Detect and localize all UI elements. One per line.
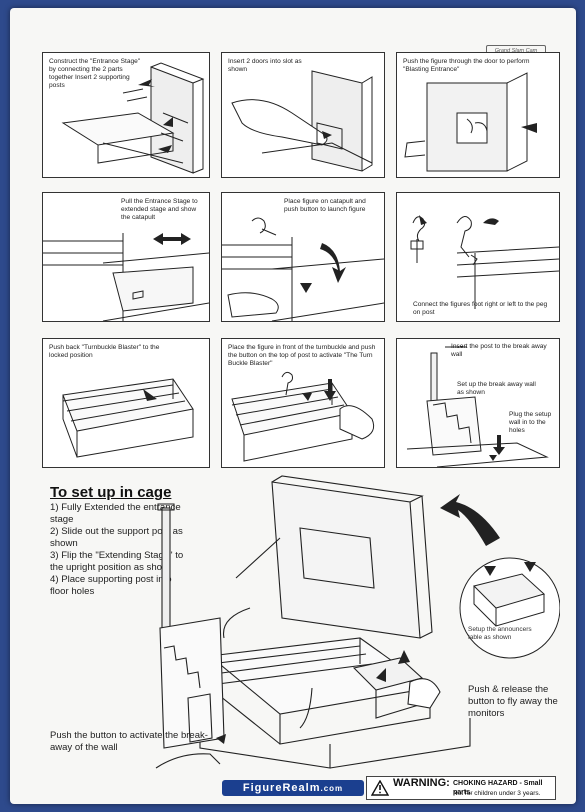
cage-step-3: 3) Flip the "Extending Stage" to the upr…	[50, 550, 184, 573]
warning-hazard: CHOKING HAZARD - Small parts.	[453, 779, 555, 797]
panel-3-caption: Push the figure through the door to perf…	[403, 58, 530, 73]
warning-word: WARNING:	[393, 777, 450, 789]
hazard-label: CHOKING HAZARD	[453, 780, 518, 787]
panel-9: Insert the post to the break away wall S…	[396, 338, 560, 468]
monitor-note: Push & release the button to fly away th…	[468, 684, 558, 719]
panel-9-caption-2: Set up the break away wall as shown	[457, 381, 536, 396]
panel-4-caption: Pull the Entrance Stage to extended stag…	[121, 198, 198, 221]
panel-9-caption-3: Plug the setup wall in to the holes	[509, 411, 552, 434]
panel-7-caption: Push back "Turnbuckle Blaster" to the lo…	[49, 344, 160, 359]
warning-detail: Not for children under 3 years.	[453, 790, 541, 797]
cage-step-4: 4) Place supporting post into floor hole…	[50, 574, 172, 597]
panel-3: Push the figure through the door to perf…	[396, 52, 560, 178]
watermark-suffix: .com	[320, 784, 344, 793]
cage-title: To set up in cage	[50, 484, 172, 501]
instruction-sheet: Grand Slam Cam Construct the "Entrance S…	[10, 8, 576, 804]
cage-step-2: 2) Slide out the support post as shown	[50, 526, 183, 549]
hazard-detail-1: - Small parts.	[453, 780, 543, 796]
wall-note: Push the button to activate the break-aw…	[50, 730, 208, 753]
panel-9-caption-1: Insert the post to the break away wall	[451, 343, 547, 358]
warning-icon	[371, 780, 389, 796]
watermark-logo: FigureRealm.com	[222, 780, 364, 796]
panel-4: Pull the Entrance Stage to extended stag…	[42, 192, 210, 322]
panel-5: Place figure on catapult and push button…	[221, 192, 385, 322]
panel-6-caption: Connect the figures foot right or left t…	[413, 301, 548, 316]
cage-step-1: 1) Fully Extended the entrance stage	[50, 502, 181, 525]
panel-2: Insert 2 doors into slot as shown	[221, 52, 385, 178]
panel-8-caption: Place the figure in front of the turnbuc…	[228, 344, 376, 367]
panel-2-caption: Insert 2 doors into slot as shown	[228, 58, 302, 73]
announcer-note: Setup the announcers table as shown	[468, 626, 532, 641]
panel-7: Push back "Turnbuckle Blaster" to the lo…	[42, 338, 210, 468]
watermark-text: FigureRealm	[242, 782, 321, 794]
panel-8: Place the figure in front of the turnbuc…	[221, 338, 385, 468]
warning-box: WARNING: CHOKING HAZARD - Small parts. N…	[366, 776, 556, 800]
panel-6: Connect the figures foot right or left t…	[396, 192, 560, 322]
panel-5-caption: Place figure on catapult and push button…	[284, 198, 366, 213]
cage-illustration	[155, 475, 560, 769]
cage-steps: 1) Fully Extended the entrance stage 2) …	[50, 502, 190, 598]
panel-1: Construct the "Entrance Stage" by connec…	[42, 52, 210, 178]
panel-1-caption: Construct the "Entrance Stage" by connec…	[49, 58, 141, 89]
